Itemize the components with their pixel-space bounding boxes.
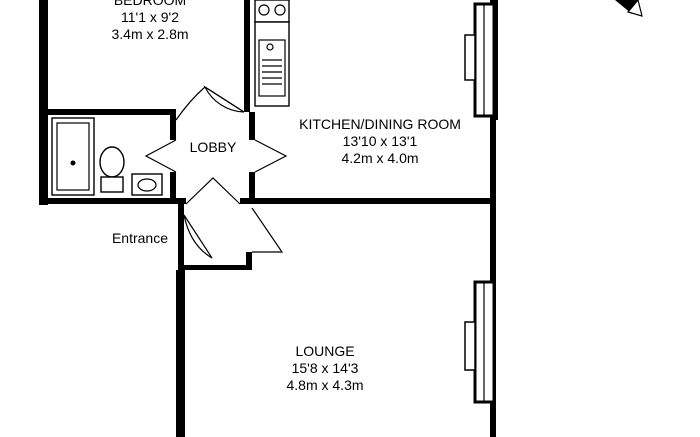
- bathroom-fixtures: [51, 117, 163, 196]
- lounge-left-wall: [176, 270, 185, 437]
- kitchen-lounge-wall: [240, 198, 495, 204]
- kitchen-name: KITCHEN/DINING ROOM: [299, 116, 461, 132]
- entrance-name: Entrance: [111, 230, 169, 246]
- kitchen-worktop: [254, 21, 290, 107]
- kitchen-metric: 4.2m x 4.0m: [341, 150, 419, 166]
- bedroom-label: BEDROOM 11'1 x 9'2 3.4m x 2.8m: [95, 0, 205, 43]
- lobby-door: [185, 177, 241, 205]
- north-arrow-icon: [615, 0, 643, 17]
- doors: [144, 85, 288, 259]
- toilet-cistern: [100, 176, 124, 193]
- lounge-imperial: 15'8 x 14'3: [291, 360, 359, 376]
- kitchen-sink: [258, 39, 286, 97]
- kitchen-left-wall-upper: [249, 112, 255, 140]
- kitchen-radiator: [464, 34, 476, 81]
- lounge-radiator: [464, 321, 476, 371]
- entrance-right-stub: [246, 252, 252, 270]
- windows: [464, 2, 496, 404]
- kitchen-fixtures: [254, 0, 290, 107]
- shower-tray: [51, 117, 95, 196]
- bedroom-right-wall: [244, 0, 250, 112]
- outer-wall-left: [39, 0, 48, 205]
- toilet-bowl: [99, 146, 125, 178]
- shower-drain: [70, 160, 76, 166]
- entrance-left-wall: [178, 204, 184, 270]
- entrance-label: Entrance: [100, 230, 180, 247]
- lounge-label: LOUNGE 15'8 x 14'3 4.8m x 4.3m: [265, 343, 385, 394]
- entrance-door-right: [251, 207, 284, 253]
- kitchen-left-wall-lower: [249, 172, 255, 200]
- bedroom-name: BEDROOM: [113, 0, 187, 8]
- entrance-bottom-wall: [178, 265, 250, 270]
- lounge-metric: 4.8m x 4.3m: [286, 377, 364, 393]
- wing-bottom-wall: [39, 198, 186, 204]
- hob: [254, 0, 290, 23]
- entrance-door-left: [183, 214, 213, 259]
- kitchen-imperial: 13'10 x 13'1: [342, 133, 418, 149]
- washbasin: [131, 173, 163, 196]
- bathroom-top-wall: [39, 109, 176, 115]
- outer-wall-right-lower: [490, 120, 496, 437]
- bedroom-metric: 3.4m x 2.8m: [111, 26, 189, 42]
- bathroom-right-wall-upper: [170, 115, 176, 140]
- lobby-label: LOBBY: [178, 139, 248, 156]
- bathroom-right-wall-lower: [170, 172, 176, 202]
- lounge-name: LOUNGE: [295, 343, 355, 359]
- kitchen-door: [254, 139, 288, 173]
- bedroom-imperial: 11'1 x 9'2: [120, 9, 180, 25]
- lobby-name: LOBBY: [189, 139, 237, 155]
- bathroom-door: [144, 139, 177, 173]
- kitchen-label: KITCHEN/DINING ROOM 13'10 x 13'1 4.2m x …: [280, 116, 480, 167]
